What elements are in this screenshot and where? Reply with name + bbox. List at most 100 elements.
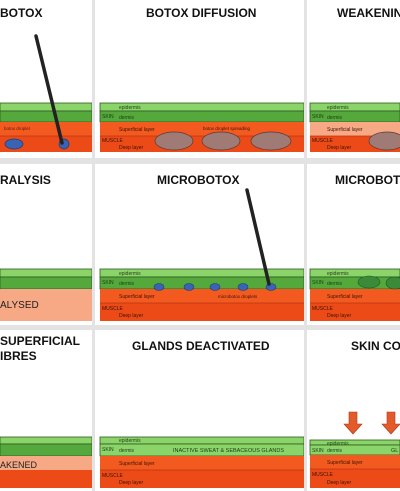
droplet-label: microbotox droplets [218,294,258,299]
diffused-botox [250,131,292,151]
dermis-label: dermis [119,115,135,121]
skin-diagram: ALYSED [0,268,92,321]
panel-title: WEAKENIN [337,6,400,20]
muscle-label: MUSCLE [312,472,334,478]
muscle-label: MUSCLE [312,306,334,312]
dermis-layer [0,443,92,457]
skin-label: SKIN [102,447,114,453]
muscle-label: MUSCLE [312,138,334,144]
epidermis-layer [309,439,400,446]
deep-muscle-layer [0,470,92,488]
dermis-label: dermis [327,448,343,454]
dermis-label: dermis [327,115,343,121]
glands-label: GL [391,448,398,454]
microbotox-droplet [237,283,249,291]
superficial-muscle-layer [310,289,400,303]
epidermis-layer [0,268,92,278]
dermis-label: dermis [327,281,343,287]
panel-title: SKIN CO [351,339,400,353]
dermis-layer [0,276,92,290]
superficial-muscle-layer [310,455,400,469]
superficial-muscle-layer [0,122,92,136]
deep-layer-label: Deep layer [119,145,144,151]
deep-layer-label: Deep layer [327,480,352,486]
skin-diagram: epidermis SKIN dermis GL Superficial lay… [309,411,400,488]
epidermis-layer [309,268,400,278]
botox-droplet [4,138,24,150]
panel-title: GLANDS DEACTIVATED [132,339,270,353]
panel-skin-contraction: SKIN CO epidermis SKIN dermis GL Superfi… [307,330,400,491]
panel-title: BOTOX DIFFUSION [146,6,257,20]
panel-paralysis: RALYSIS ALYSED [0,164,92,325]
superficial-layer-label: Superficial layer [119,461,155,467]
deep-layer-label: Deep layer [327,145,352,151]
panel-botox-diffusion: BOTOX DIFFUSION epidermis SKIN dermis Su… [95,0,304,158]
dermis-label: dermis [119,281,135,287]
paralysed-muscle-layer [0,289,92,321]
skin-diagram: epidermis SKIN dermis INACTIVE SWEAT & S… [99,436,304,488]
panel-botox: BOTOX botox droplet [0,0,92,158]
panel-glands-deactivated: GLANDS DEACTIVATED epidermis SKIN dermis… [95,330,304,491]
syringe-needle [34,34,64,145]
deep-muscle-layer [100,303,304,321]
panel-microbotox-effect: MICROBOTO epidermis SKIN dermis Superfic… [307,164,400,325]
skin-diagram: epidermis SKIN dermis Superficial layer … [309,268,400,321]
microbotox-droplet [153,283,165,291]
skin-label: SKIN [312,448,324,454]
spreading-microbotox [357,275,381,289]
deep-muscle-layer [310,469,400,488]
skin-diagram: AKENED [0,436,92,488]
panel-microbotox: MICROBOTOX epidermis SKIN dermis Superfi… [95,164,304,325]
panel-title: RALYSIS [0,173,51,187]
panel-title: MICROBOTO [335,173,400,187]
skin-diagram: epidermis SKIN dermis Superficial layer … [99,188,304,321]
diffused-botox [154,131,194,151]
superficial-layer-label: Superficial layer [327,127,363,133]
skin-label: SKIN [102,114,114,120]
epidermis-label: epidermis [327,271,349,277]
epidermis-layer [0,102,92,112]
muscle-label: MUSCLE [102,473,124,479]
superficial-muscle-layer [100,289,304,303]
panel-title: MICROBOTOX [157,173,240,187]
deep-muscle-layer [310,303,400,321]
skin-diagram: botox droplet [0,34,92,152]
microbotox-droplet [209,283,221,291]
muscle-state-label: AKENED [0,460,38,470]
droplet-label: botox droplet [4,126,31,131]
deep-muscle-layer [100,470,304,488]
diffused-botox [201,131,241,151]
muscle-label: MUSCLE [102,306,124,312]
deep-layer-label: Deep layer [119,313,144,319]
deep-muscle-layer [0,136,92,152]
superficial-muscle-layer [310,122,400,136]
superficial-layer-label: Superficial layer [119,127,155,133]
glands-label: INACTIVE SWEAT & SEBACEOUS GLANDS [173,448,284,454]
spreading-microbotox [385,276,400,290]
muscle-state-label: ALYSED [0,300,39,311]
deep-layer-label: Deep layer [119,480,144,486]
epidermis-layer [0,436,92,445]
superficial-layer-label: Superficial layer [327,294,363,300]
epidermis-label: epidermis [327,105,349,111]
panel-superficial-fibres: SUPERFICIAL IBRES AKENED [0,330,92,491]
weakened-superficial-layer [0,456,92,470]
superficial-muscle-layer [100,456,304,470]
skin-label: SKIN [312,280,324,286]
droplet-label: botox droplet spreading [203,126,251,131]
skin-diagram: epidermis SKIN dermis Superficial layer … [99,102,304,152]
deep-layer-label: Deep layer [327,313,352,319]
epidermis-label: epidermis [327,441,349,447]
panel-weakening: WEAKENIN epidermis SKIN dermis Superfici… [307,0,400,158]
panel-title: SUPERFICIAL IBRES [0,334,81,363]
panel-title: BOTOX [0,6,43,20]
skin-diagram: epidermis SKIN dermis Superficial layer … [309,102,400,152]
diffused-botox [368,131,400,151]
skin-label: SKIN [312,114,324,120]
superficial-layer-label: Superficial layer [327,460,363,466]
epidermis-label: epidermis [119,105,141,111]
epidermis-layer [309,102,400,112]
muscle-label: MUSCLE [102,138,124,144]
syringe-needle [245,188,271,286]
microbotox-droplet [183,283,195,291]
